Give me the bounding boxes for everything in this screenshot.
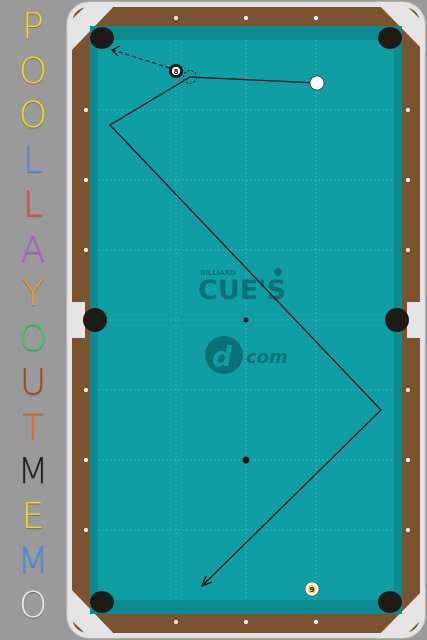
logo-small-text: BILLIARD bbox=[200, 269, 236, 277]
shot-path bbox=[108, 76, 382, 587]
object-path-arrowhead bbox=[110, 45, 121, 57]
center-spot bbox=[243, 317, 249, 323]
title-letter: Y bbox=[22, 273, 44, 314]
title-letter: M bbox=[17, 540, 49, 581]
pocket-top-left bbox=[90, 27, 114, 49]
nine-ball-number: 9 bbox=[310, 586, 315, 594]
foot-spot bbox=[242, 456, 250, 464]
rail-diamonds bbox=[84, 16, 410, 624]
pocket-middle-right bbox=[385, 308, 409, 332]
title-letter: U bbox=[19, 362, 47, 403]
logo-badge-letter: d bbox=[212, 340, 233, 373]
ghost-ball bbox=[183, 70, 197, 84]
logo-badge bbox=[205, 336, 243, 374]
cue-ball[interactable] bbox=[309, 75, 325, 91]
eight-ball[interactable]: 8 bbox=[169, 64, 183, 78]
title-letter: M bbox=[17, 451, 49, 492]
pocket-middle-left bbox=[83, 308, 107, 332]
title-letter: L bbox=[22, 184, 44, 225]
title-letter: O bbox=[18, 50, 48, 92]
eight-ball-number: 8 bbox=[174, 68, 179, 76]
logo-com-text: com bbox=[246, 347, 288, 368]
title-letter: O bbox=[18, 584, 48, 626]
title-letter: T bbox=[22, 406, 44, 448]
title-letter: L bbox=[22, 139, 44, 181]
pocket-bottom-right bbox=[378, 591, 402, 613]
pockets bbox=[83, 27, 409, 613]
title-letter: O bbox=[18, 317, 48, 359]
nine-ball[interactable]: 9 bbox=[304, 581, 320, 597]
logo-big-text: CUE'S bbox=[198, 275, 286, 306]
title-letter: A bbox=[20, 228, 46, 270]
side-plate-left bbox=[67, 302, 85, 338]
billiard-cues-logo: BILLIARD CUE'S d com bbox=[198, 268, 288, 374]
pool-table[interactable]: BILLIARD CUE'S d com 8 9 bbox=[66, 0, 427, 640]
pocket-bottom-left bbox=[90, 591, 114, 613]
title-letter: P bbox=[22, 6, 44, 47]
title-letter: O bbox=[18, 95, 48, 136]
shot-path-arrowhead bbox=[200, 575, 213, 588]
side-plate-right bbox=[407, 302, 425, 338]
title-letter: E bbox=[21, 495, 45, 537]
logo-cue-ball-icon bbox=[274, 268, 282, 276]
pocket-top-right bbox=[378, 27, 402, 49]
